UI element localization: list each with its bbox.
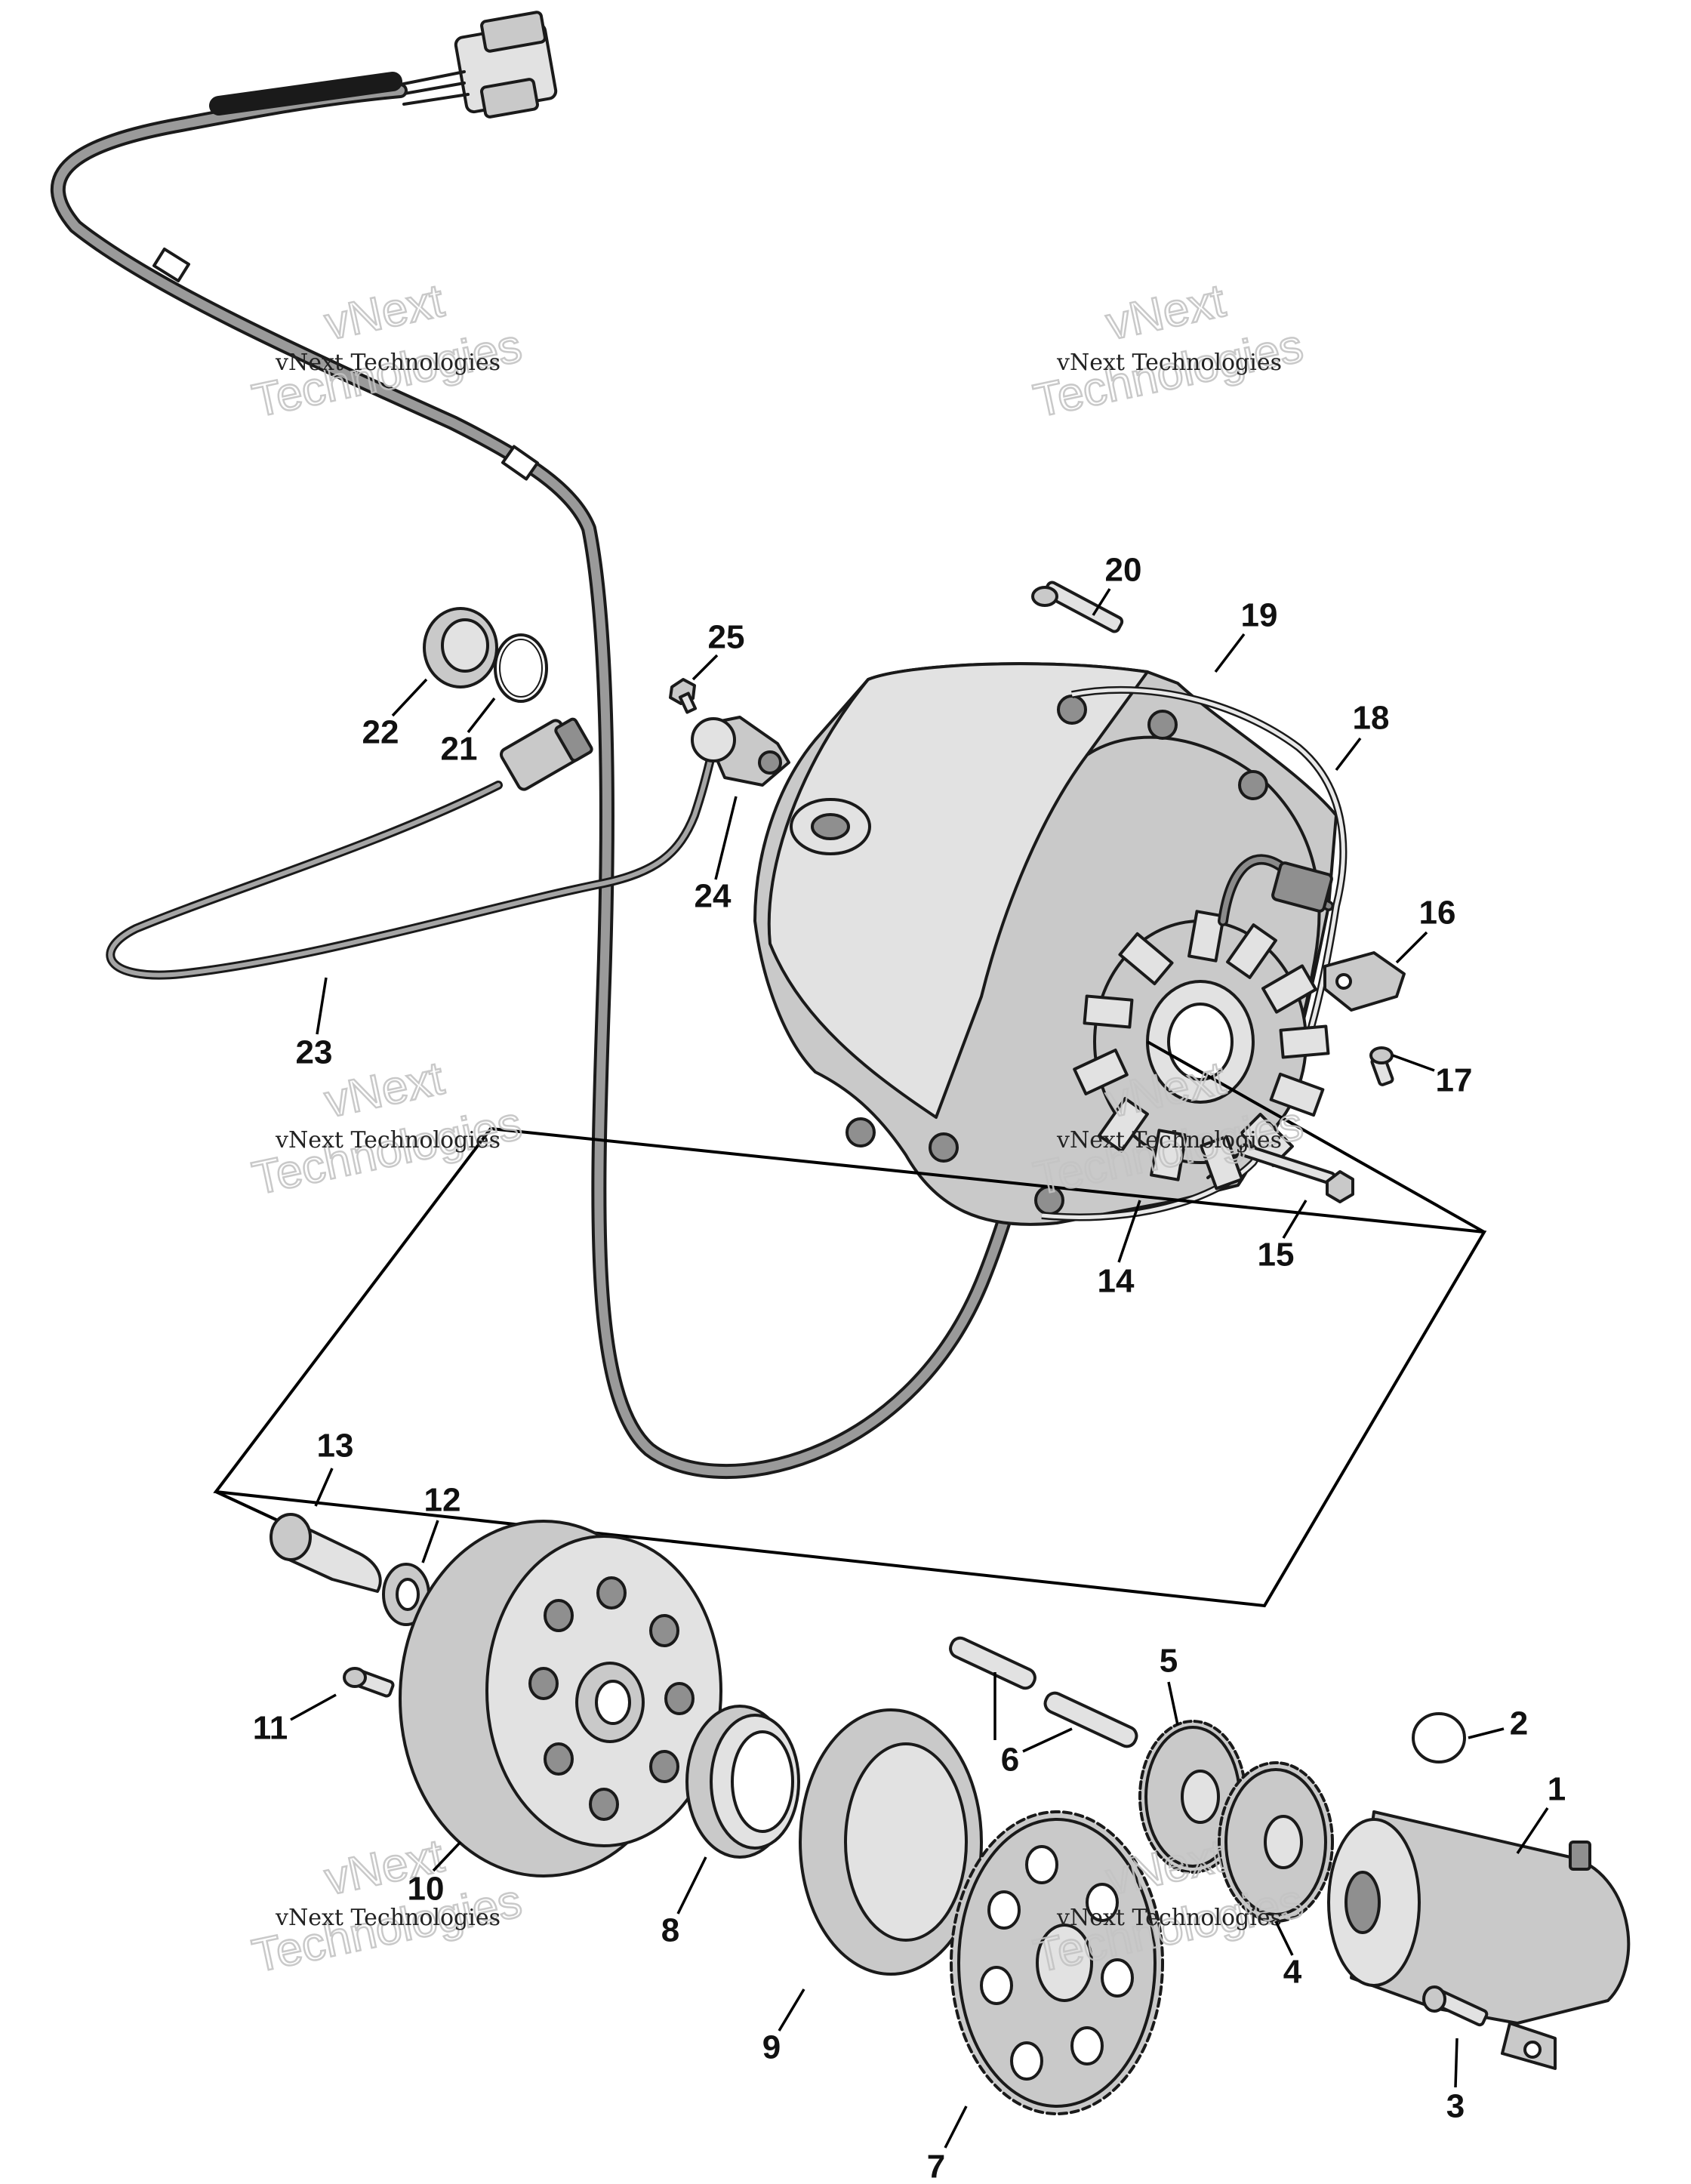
callout-leader-20: [1092, 588, 1111, 616]
callout-number-24: 24: [695, 878, 732, 915]
watermark-text: vNext Technologies: [1056, 350, 1282, 376]
callout-number-16: 16: [1419, 895, 1456, 932]
callout-number-12: 12: [424, 1482, 461, 1519]
callout-leader-10: [432, 1841, 462, 1872]
callout-number-21: 21: [441, 731, 478, 768]
harness-connector: [399, 11, 558, 119]
callout-leader-2: [1468, 1727, 1505, 1739]
callout-number-8: 8: [661, 1912, 679, 1949]
callout-leader-19: [1214, 633, 1246, 673]
callout-number-5: 5: [1160, 1643, 1178, 1680]
callout-number-10: 10: [408, 1871, 445, 1908]
callout-number-9: 9: [762, 2029, 781, 2066]
callout-number-14: 14: [1098, 1263, 1135, 1300]
starter-motor: [1327, 1810, 1631, 2070]
callout-number-3: 3: [1446, 2088, 1465, 2125]
callout-leader-11: [290, 1693, 337, 1721]
flywheel: [399, 1520, 722, 1878]
stator-bolt: [1238, 1143, 1354, 1203]
o-ring-21: [494, 633, 548, 703]
watermark-text: vNext Technologies: [275, 1905, 501, 1931]
thrust-plate: [799, 1708, 983, 1976]
callout-leader-9: [778, 1988, 805, 2032]
callout-leader-22: [391, 678, 428, 717]
magneto-cover: [753, 662, 1338, 1226]
callout-number-25: 25: [708, 619, 745, 656]
callout-leader-14: [1117, 1200, 1141, 1263]
callout-leader-5: [1167, 1681, 1179, 1726]
callout-number-2: 2: [1510, 1705, 1528, 1742]
flywheel-bolt: [270, 1513, 382, 1593]
callout-number-18: 18: [1353, 700, 1390, 737]
cover-bolt: [1031, 581, 1124, 633]
callout-leader-24: [714, 796, 738, 880]
callout-number-22: 22: [362, 714, 399, 751]
callout-leader-13: [314, 1468, 334, 1507]
gear-shaft-lower: [1043, 1691, 1138, 1748]
callout-number-23: 23: [296, 1034, 333, 1071]
sensor-connector: [499, 717, 593, 791]
callout-leader-17: [1392, 1054, 1435, 1072]
sensor-screw: [669, 678, 698, 714]
watermark-text: vNext Technologies: [1056, 1127, 1282, 1154]
starter-driven-gear: [950, 1810, 1164, 2115]
callout-leader-16: [1395, 931, 1428, 964]
callout-leader-25: [691, 654, 719, 681]
starter-o-ring: [1412, 1712, 1466, 1764]
callout-leader-8: [676, 1856, 707, 1914]
callout-number-20: 20: [1105, 552, 1142, 589]
reduction-gear: [1218, 1761, 1334, 1923]
callout-number-19: 19: [1241, 597, 1278, 634]
callout-number-1: 1: [1548, 1771, 1566, 1808]
watermark-text: vNext Technologies: [1056, 1905, 1282, 1931]
retaining-plate: [1323, 951, 1406, 1012]
callout-number-13: 13: [317, 1428, 354, 1465]
callout-number-15: 15: [1258, 1237, 1295, 1274]
callout-leader-7: [944, 2105, 968, 2149]
starter-screw: [1422, 1985, 1489, 2027]
plate-screw: [1369, 1046, 1394, 1086]
plug: [423, 607, 498, 688]
callout-leader-15: [1282, 1200, 1308, 1239]
callout-number-11: 11: [253, 1710, 288, 1747]
callout-leader-23: [316, 977, 328, 1035]
assembly-indicator-frame: [213, 1040, 1487, 1608]
callout-leader-1: [1516, 1807, 1549, 1854]
callout-leader-12: [421, 1520, 439, 1563]
callout-layer: 1234567891011121314151617181920212223242…: [253, 552, 1566, 2184]
callout-leader-3: [1454, 2038, 1458, 2088]
callout-number-7: 7: [927, 2149, 945, 2184]
sprag-clutch: [685, 1705, 800, 1859]
callout-number-4: 4: [1283, 1954, 1302, 1991]
callout-number-6: 6: [1001, 1742, 1019, 1779]
callout-leader-18: [1335, 737, 1362, 772]
gasket: [1041, 685, 1348, 1221]
flywheel-screw: [343, 1667, 395, 1698]
callout-leader-21: [467, 697, 496, 734]
crankshaft-position-sensor: [691, 716, 790, 787]
callout-leader-6-b: [1022, 1727, 1073, 1753]
watermark-text: vNext Technologies: [275, 1127, 501, 1154]
gear-shaft-upper: [949, 1636, 1036, 1690]
watermark-text: vNext Technologies: [275, 350, 501, 376]
callout-leader-4: [1274, 1921, 1294, 1956]
callout-number-17: 17: [1436, 1062, 1473, 1099]
